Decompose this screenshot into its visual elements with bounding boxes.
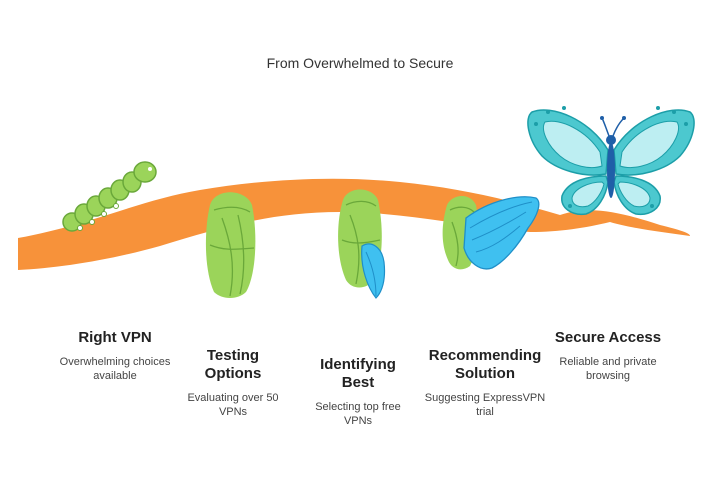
emerging-butterfly-icon: [442, 195, 540, 270]
stage-heading: Recommending Solution: [428, 347, 542, 382]
caterpillar-icon: [62, 161, 157, 232]
chrysalis-icon: [338, 189, 386, 299]
stage-description: Suggesting ExpressVPN trial: [424, 392, 546, 418]
stage-heading: Testing Options: [204, 347, 262, 382]
stage-heading: Identifying Best: [320, 356, 396, 391]
stage-testing-options: Testing Options Evaluating over 50 VPNs: [178, 347, 288, 419]
stage-description: Reliable and private browsing: [559, 356, 657, 382]
stage-recommending-solution: Recommending Solution Suggesting Express…: [420, 347, 550, 419]
stage-description: Overwhelming choices available: [59, 356, 171, 382]
stage-description: Evaluating over 50 VPNs: [187, 392, 279, 418]
stage-heading: Secure Access: [554, 329, 662, 346]
stage-description: Selecting top free VPNs: [315, 401, 401, 427]
stage-secure-access: Secure Access Reliable and private brows…: [548, 329, 668, 383]
stage-heading: Right VPN: [78, 329, 152, 346]
cocoon-icon: [205, 192, 256, 298]
butterfly-icon: [527, 106, 695, 216]
stage-identifying-best: Identifying Best Selecting top free VPNs: [303, 356, 413, 428]
stage-right-vpn: Right VPN Overwhelming choices available: [55, 329, 175, 383]
branch: [18, 178, 690, 270]
diagram-title: From Overwhelmed to Secure: [266, 55, 454, 71]
